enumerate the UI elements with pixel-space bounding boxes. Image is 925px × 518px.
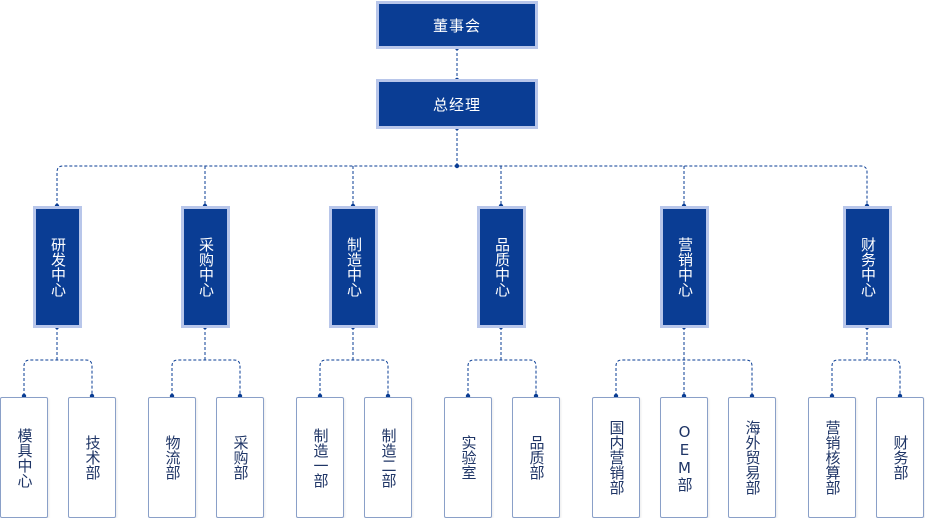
dept-quality-box[interactable]: 品质部 <box>512 397 560 518</box>
dept-label: 实验室 <box>459 435 478 480</box>
dept-label: 采购部 <box>231 435 250 480</box>
dept-label: 物流部 <box>163 435 182 480</box>
center-label: 研发中心 <box>49 237 67 297</box>
center-label: 制造中心 <box>345 237 363 297</box>
dept-label: 品质部 <box>527 435 546 480</box>
dept-label: 财务部 <box>891 435 910 480</box>
general-manager-label: 总经理 <box>432 95 481 114</box>
center-purchasing-box[interactable]: 采购中心 <box>181 206 230 328</box>
general-manager-box[interactable]: 总经理 <box>376 79 538 129</box>
center-finance-box[interactable]: 财务中心 <box>843 206 892 328</box>
dept-purchasing-box[interactable]: 采购部 <box>216 397 264 518</box>
dept-oem-box[interactable]: OEM部 <box>660 397 708 518</box>
center-label: 采购中心 <box>197 237 215 297</box>
dept-label: 制造二部 <box>379 427 398 488</box>
center-label: 品质中心 <box>493 237 511 297</box>
center-rnd-box[interactable]: 研发中心 <box>33 206 82 328</box>
dept-label: OEM部 <box>675 423 694 492</box>
dept-overseas-trade-box[interactable]: 海外贸易部 <box>728 397 776 518</box>
center-quality-box[interactable]: 品质中心 <box>477 206 526 328</box>
center-marketing-box[interactable]: 营销中心 <box>660 206 709 328</box>
dept-mold-center-box[interactable]: 模具中心 <box>0 397 48 518</box>
dept-technology-box[interactable]: 技术部 <box>68 397 116 518</box>
board-label: 董事会 <box>432 16 481 35</box>
center-manufacturing-box[interactable]: 制造中心 <box>329 206 378 328</box>
dept-label: 海外贸易部 <box>743 420 762 495</box>
dept-label: 模具中心 <box>15 427 34 488</box>
board-box[interactable]: 董事会 <box>376 1 538 49</box>
dept-laboratory-box[interactable]: 实验室 <box>444 397 492 518</box>
dept-label: 营销核算部 <box>823 420 842 495</box>
center-label: 营销中心 <box>676 237 694 297</box>
center-label: 财务中心 <box>859 237 877 297</box>
dept-finance-box[interactable]: 财务部 <box>876 397 924 518</box>
dept-logistics-box[interactable]: 物流部 <box>148 397 196 518</box>
dept-manufacturing-1-box[interactable]: 制造一部 <box>296 397 344 518</box>
dept-label: 制造一部 <box>311 427 330 488</box>
dept-manufacturing-2-box[interactable]: 制造二部 <box>364 397 412 518</box>
dept-label: 技术部 <box>83 435 102 480</box>
dept-domestic-marketing-box[interactable]: 国内营销部 <box>592 397 640 518</box>
dept-marketing-accounting-box[interactable]: 营销核算部 <box>808 397 856 518</box>
dept-label: 国内营销部 <box>607 420 626 495</box>
